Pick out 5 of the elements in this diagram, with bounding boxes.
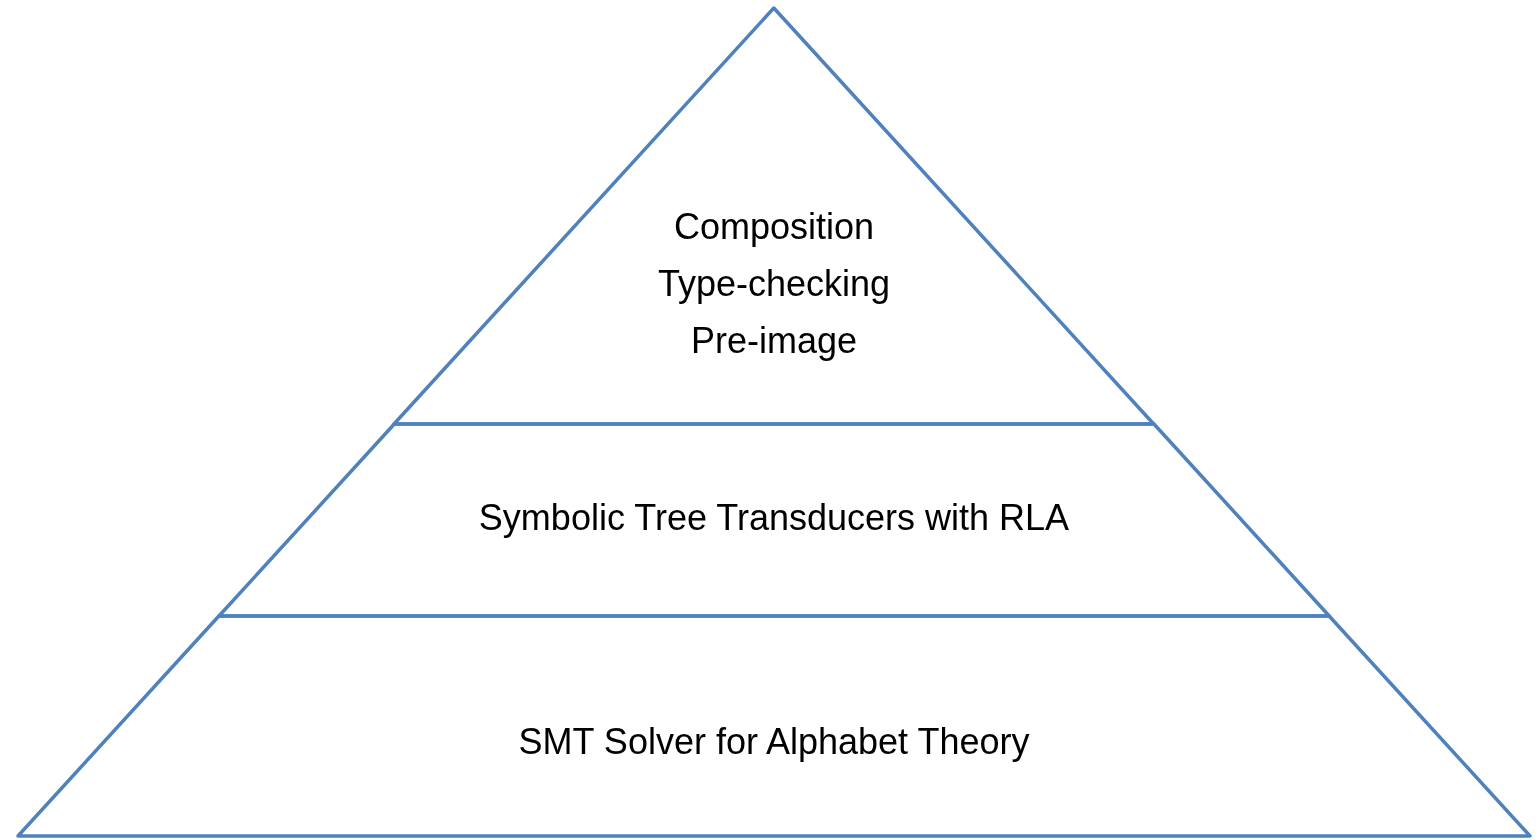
tier-label: Composition (673, 205, 875, 249)
tier-label: Type-checking (657, 262, 891, 306)
tier-label: Symbolic Tree Transducers with RLA (478, 496, 1070, 540)
tier-label: Pre-image (690, 319, 857, 363)
tier-label: SMT Solver for Alphabet Theory (518, 720, 1030, 764)
